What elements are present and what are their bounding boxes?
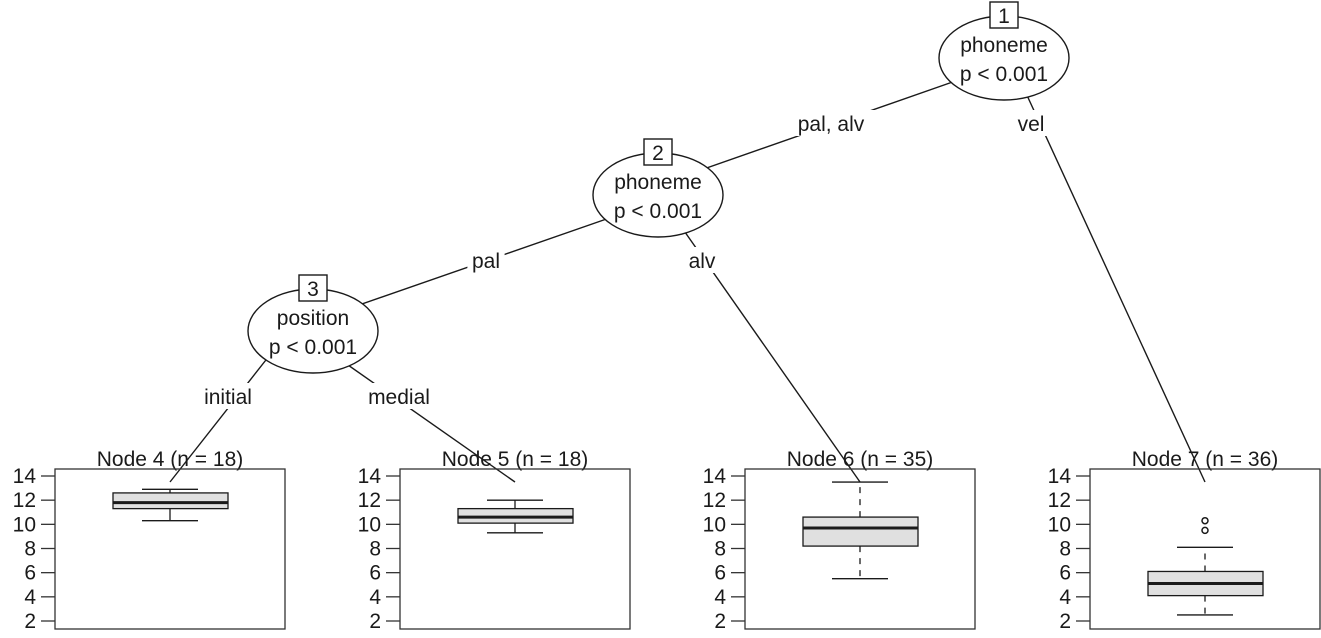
y-tick-label: 2 [369,610,381,633]
y-tick-label: 12 [358,489,381,512]
y-tick-label: 8 [714,538,726,561]
edge-label: pal, alv [798,113,865,136]
iqr-box [802,516,919,547]
outlier-point [1201,516,1209,525]
y-tick-label: 10 [703,513,726,536]
y-tick-label: 4 [24,586,36,609]
y-tick-label: 12 [1048,489,1071,512]
y-tick-label: 6 [24,562,36,585]
panel-frame [1089,468,1321,630]
edge-label: pal [472,250,500,273]
y-tick-label: 10 [358,513,381,536]
y-tick-label: 14 [358,465,382,488]
split-pvalue-label: p < 0.001 [960,63,1048,86]
y-tick-label: 2 [1059,610,1071,633]
panel-title: Node 7 (n = 36) [1132,448,1279,471]
y-tick-label: 12 [13,489,36,512]
y-tick-label: 8 [369,538,381,561]
node-id-box [989,1,1019,29]
y-tick-label: 10 [1048,513,1071,536]
split-pvalue-label: p < 0.001 [614,200,702,223]
y-tick-label: 10 [13,513,36,536]
edge-label-background [683,247,721,273]
panel-title: Node 6 (n = 35) [787,448,934,471]
edge-label-background [184,383,272,409]
y-tick-label: 4 [369,586,381,609]
edges-layer: pal, alv vel pal alv initial medial [169,77,1206,483]
edge-label-background [361,383,437,409]
panel-frame [399,468,631,630]
node-id-label: 2 [652,142,664,165]
node-id-box [298,274,328,302]
edge-label: vel [1018,113,1045,136]
node-id-box [643,138,673,166]
y-tick-label: 12 [703,489,726,512]
split-variable-label: phoneme [960,34,1048,57]
edge-label: medial [368,386,430,409]
tree-edge-line [312,214,619,322]
y-tick-label: 14 [703,465,727,488]
inner-nodes-layer: 1 phoneme p < 0.001 2 phoneme p < 0.001 3 posit… [247,1,1070,374]
edge-label-background [781,110,881,136]
y-tick-label: 4 [714,586,726,609]
node-id-label: 1 [998,5,1010,28]
edge-label: alv [689,250,716,273]
outlier-point [1201,526,1209,535]
edge-label-background [467,247,505,273]
node-id-label: 3 [307,278,319,301]
y-tick-label: 14 [1048,465,1072,488]
panel-title: Node 4 (n = 18) [97,448,244,471]
y-tick-label: 6 [369,562,381,585]
tree-edge-line [327,350,516,483]
split-variable-label: phoneme [614,171,702,194]
split-pvalue-label: p < 0.001 [269,336,357,359]
y-tick-label: 4 [1059,586,1071,609]
y-tick-label: 14 [13,465,37,488]
y-tick-label: 8 [24,538,36,561]
y-tick-label: 6 [1059,562,1071,585]
tree-edge-line [1018,77,1206,483]
y-tick-label: 2 [714,610,726,633]
y-tick-label: 6 [714,562,726,585]
iqr-box [112,492,229,510]
y-tick-label: 8 [1059,538,1071,561]
y-tick-label: 2 [24,610,36,633]
tree-edge-line [169,350,274,483]
panel-title: Node 5 (n = 18) [442,448,589,471]
split-variable-label: position [277,307,349,330]
edge-label-background [1012,110,1050,136]
edge-label: initial [204,386,252,409]
